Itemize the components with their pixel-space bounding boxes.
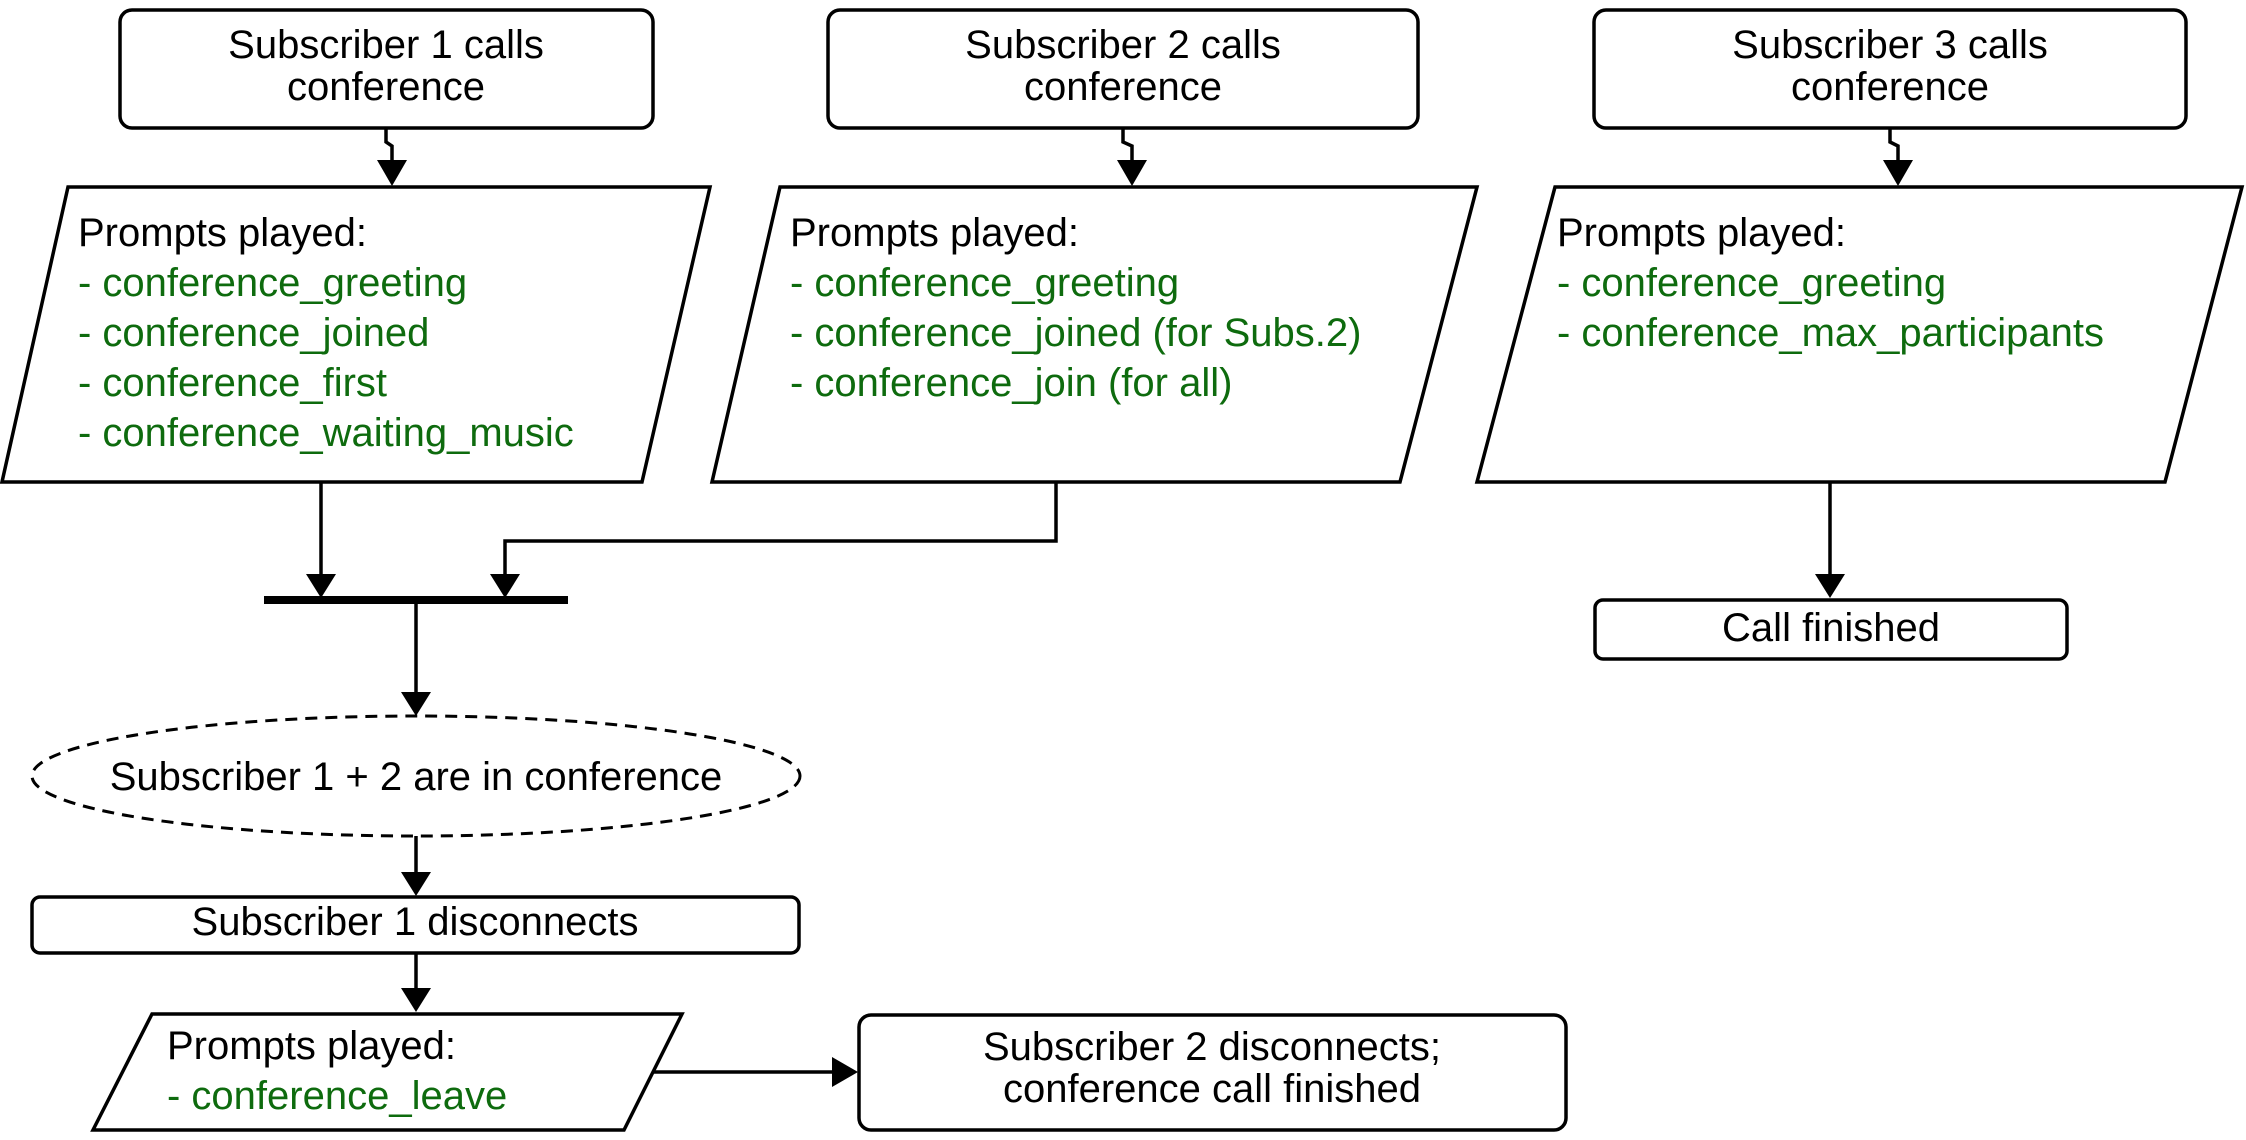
- subscriber-2-calls-line-2: conference: [1024, 65, 1222, 109]
- connector-sub3-to-prompts3: [1883, 128, 1913, 186]
- prompts-played-1-node: Prompts played: - conference_greeting - …: [0, 185, 713, 484]
- connector-leave-prompts-to-sub2-disconnects: [654, 1057, 858, 1087]
- subscriber-2-calls-node: Subscriber 2 calls conference: [826, 8, 1420, 130]
- prompts-2-item: - conference_greeting: [790, 261, 1179, 305]
- subscriber-3-calls-line-1: Subscriber 3 calls: [1732, 23, 2048, 67]
- subscriber-1-calls-node: Subscriber 1 calls conference: [118, 8, 655, 130]
- subscriber-1-disconnects-label: Subscriber 1 disconnects: [192, 900, 639, 944]
- connector-join-bar-to-conference: [401, 604, 431, 716]
- subscriber-2-calls-line-1: Subscriber 2 calls: [965, 23, 1281, 67]
- prompts-2-heading: Prompts played:: [790, 211, 1079, 255]
- prompts-1-item: - conference_greeting: [78, 261, 467, 305]
- in-conference-node: Subscriber 1 + 2 are in conference: [30, 714, 802, 838]
- connector-prompts1-to-join-bar: [306, 482, 336, 598]
- connector-prompts3-to-call-finished: [1815, 482, 1845, 598]
- call-finished-node: Call finished: [1593, 598, 2069, 661]
- subscriber-3-calls-node: Subscriber 3 calls conference: [1592, 8, 2188, 130]
- prompts-played-2-node: Prompts played: - conference_greeting - …: [709, 185, 1480, 484]
- prompts-1-heading: Prompts played:: [78, 211, 367, 255]
- connector-sub2-to-prompts2: [1117, 128, 1147, 186]
- subscriber-3-calls-line-2: conference: [1791, 65, 1989, 109]
- subscriber-1-disconnects-node: Subscriber 1 disconnects: [30, 895, 801, 955]
- prompts-3-heading: Prompts played:: [1557, 211, 1846, 255]
- prompts-2-item: - conference_join (for all): [790, 361, 1232, 405]
- prompts-played-3-node: Prompts played: - conference_greeting - …: [1474, 185, 2245, 484]
- prompts-leave-item: - conference_leave: [167, 1074, 507, 1118]
- connector-sub1-disconnects-to-leave-prompts: [401, 953, 431, 1012]
- call-finished-label: Call finished: [1722, 606, 1940, 650]
- prompts-2-item: - conference_joined (for Subs.2): [790, 311, 1361, 355]
- prompts-3-item: - conference_greeting: [1557, 261, 1946, 305]
- prompts-leave-node: Prompts played: - conference_leave: [90, 1012, 685, 1132]
- prompts-1-item: - conference_joined: [78, 311, 429, 355]
- subscriber-2-disconnects-node: Subscriber 2 disconnects; conference cal…: [857, 1013, 1568, 1132]
- prompts-1-item: - conference_first: [78, 361, 387, 405]
- in-conference-label: Subscriber 1 + 2 are in conference: [110, 755, 723, 799]
- subscriber-2-disconnects-line-1: Subscriber 2 disconnects;: [983, 1025, 1441, 1069]
- subscriber-2-disconnects-line-2: conference call finished: [1003, 1067, 1421, 1111]
- prompts-1-item: - conference_waiting_music: [78, 411, 574, 455]
- connector-prompts2-to-join-bar: [490, 482, 1058, 598]
- connector-sub1-to-prompts1: [377, 128, 407, 186]
- prompts-leave-heading: Prompts played:: [167, 1024, 456, 1068]
- join-bar: [264, 596, 568, 604]
- subscriber-1-calls-line-1: Subscriber 1 calls: [228, 23, 544, 67]
- connector-conference-to-sub1-disconnects: [401, 836, 431, 896]
- prompts-3-item: - conference_max_participants: [1557, 311, 2104, 355]
- subscriber-1-calls-line-2: conference: [287, 65, 485, 109]
